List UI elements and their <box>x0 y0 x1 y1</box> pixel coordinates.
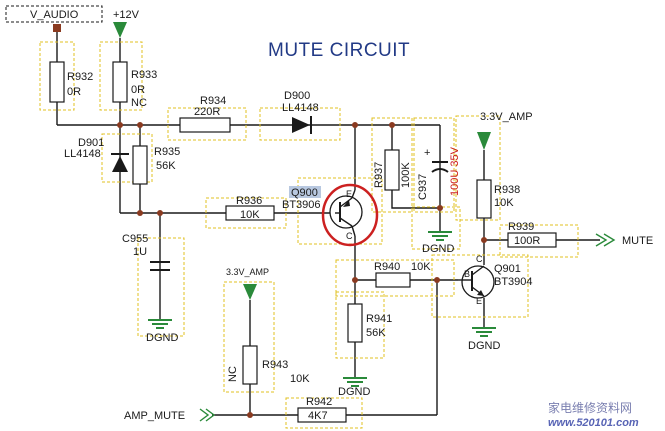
diagram-title: MUTE CIRCUIT <box>268 40 410 61</box>
svg-text:LL4148: LL4148 <box>282 102 319 114</box>
transistor-q901: B C E Q901 BT3904 <box>458 254 533 306</box>
junction-dots <box>117 122 487 418</box>
svg-text:DGND: DGND <box>146 332 178 344</box>
ground-c937: DGND <box>422 231 454 255</box>
svg-text:10K: 10K <box>290 373 310 385</box>
svg-text:10K: 10K <box>240 209 260 221</box>
resistor-r943: R943 10K NC <box>227 345 310 385</box>
ground-c955: DGND <box>146 319 178 344</box>
svg-text:3.3V_AMP: 3.3V_AMP <box>480 111 533 123</box>
transistor-q900: Q900 BT3906 E C <box>282 186 363 241</box>
svg-text:1U: 1U <box>133 246 147 258</box>
highlight-ring <box>321 183 379 247</box>
svg-text:E: E <box>476 296 482 306</box>
svg-text:+: + <box>424 147 430 159</box>
svg-text:10K: 10K <box>411 261 431 273</box>
net-mute: MUTE <box>595 233 653 247</box>
svg-text:B: B <box>464 269 470 279</box>
svg-text:AMP_MUTE: AMP_MUTE <box>124 410 185 422</box>
resistor-r935: R935 56K <box>132 145 180 185</box>
svg-text:Q900: Q900 <box>291 187 318 199</box>
svg-text:56K: 56K <box>366 327 386 339</box>
net-amp-mute: AMP_MUTE <box>124 408 216 422</box>
resistor-r942: R942 4K7 <box>297 396 347 423</box>
svg-text:家电维修资料网: 家电维修资料网 <box>548 400 632 415</box>
resistor-r940: R940 10K <box>374 261 431 288</box>
svg-text:C937: C937 <box>417 174 429 200</box>
svg-text:+12V: +12V <box>113 9 140 21</box>
diode-d901: D901 LL4148 <box>64 137 129 172</box>
svg-text:100U 35V: 100U 35V <box>449 146 461 196</box>
svg-text:R933: R933 <box>131 69 157 81</box>
resistor-r939: R939 100R <box>507 221 557 248</box>
resistor-r936: R936 10K <box>225 195 275 221</box>
svg-text:D900: D900 <box>284 90 310 102</box>
svg-text:0R: 0R <box>131 84 145 96</box>
svg-text:www.520101.com: www.520101.com <box>548 417 639 429</box>
svg-text:R938: R938 <box>494 184 520 196</box>
net-3v3-amp-top: 3.3V_AMP <box>477 111 533 150</box>
svg-text:C: C <box>346 231 353 241</box>
svg-text:DGND: DGND <box>422 243 454 255</box>
svg-text:C: C <box>476 254 483 264</box>
svg-text:D901: D901 <box>78 137 104 149</box>
resistor-r934: R934 220R <box>179 95 231 133</box>
svg-text:V_AUDIO: V_AUDIO <box>30 9 79 21</box>
svg-text:0R: 0R <box>67 86 81 98</box>
svg-text:DGND: DGND <box>468 340 500 352</box>
svg-text:56K: 56K <box>156 160 176 172</box>
svg-text:BT3906: BT3906 <box>282 199 321 211</box>
capacitor-c955: C955 1U <box>122 233 170 271</box>
resistor-r941: R941 56K <box>347 303 392 343</box>
svg-text:R935: R935 <box>154 146 180 158</box>
net-v-audio: V_AUDIO <box>5 5 103 32</box>
svg-text:R941: R941 <box>366 313 392 325</box>
resistor-r937: R937 100K <box>373 149 412 191</box>
net-plus12v: +12V <box>113 9 140 38</box>
svg-text:NC: NC <box>227 366 239 382</box>
svg-text:10K: 10K <box>494 197 514 209</box>
svg-text:R934: R934 <box>200 95 226 107</box>
ground-q901: DGND <box>468 327 500 352</box>
resistor-r938: R938 10K <box>476 179 520 219</box>
svg-text:100K: 100K <box>400 162 412 188</box>
svg-text:R943: R943 <box>262 359 288 371</box>
svg-text:LL4148: LL4148 <box>64 148 101 160</box>
diode-d900: D900 LL4148 <box>282 90 319 134</box>
svg-text:BT3904: BT3904 <box>494 276 533 288</box>
svg-text:E: E <box>346 189 352 199</box>
svg-text:R936: R936 <box>236 195 262 207</box>
svg-text:R942: R942 <box>306 396 332 408</box>
resistor-r933: R933 0R NC <box>112 61 157 109</box>
svg-text:MUTE: MUTE <box>622 235 653 247</box>
component-outlines <box>39 41 579 429</box>
svg-text:R940: R940 <box>374 261 400 273</box>
svg-text:C955: C955 <box>122 233 148 245</box>
svg-text:R932: R932 <box>67 71 93 83</box>
capacitor-c937: + C937 100U 35V <box>417 146 461 200</box>
svg-text:100R: 100R <box>514 235 540 247</box>
watermark: 家电维修资料网 www.520101.com <box>548 400 639 429</box>
svg-text:Q901: Q901 <box>494 263 521 275</box>
svg-text:DGND: DGND <box>338 386 370 398</box>
ground-r941: DGND <box>338 377 370 398</box>
svg-text:NC: NC <box>131 97 147 109</box>
svg-text:R939: R939 <box>508 221 534 233</box>
svg-text:3.3V_AMP: 3.3V_AMP <box>226 267 269 277</box>
svg-text:220R: 220R <box>194 106 220 118</box>
resistor-r932: R932 0R <box>49 61 93 103</box>
svg-text:4K7: 4K7 <box>308 410 328 422</box>
net-3v3-amp-bottom: 3.3V_AMP <box>226 267 269 300</box>
svg-text:R937: R937 <box>373 162 385 188</box>
